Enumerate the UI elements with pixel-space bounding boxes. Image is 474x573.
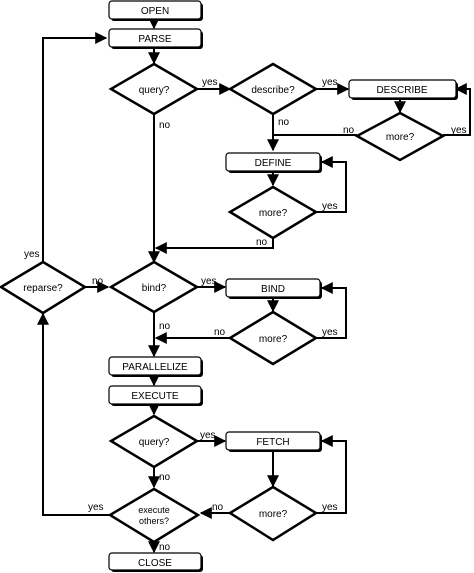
label-yes-bind: yes: [201, 276, 217, 287]
label-no-query2: no: [159, 472, 171, 483]
box-open: OPEN: [108, 0, 203, 21]
box-bind-label: BIND: [261, 284, 285, 295]
label-no-reparse: no: [92, 276, 104, 287]
box-parallelize: PARALLELIZE: [108, 356, 203, 377]
label-no-more-describe: no: [343, 125, 355, 136]
label-no-bind: no: [159, 321, 171, 332]
decision-more-describe: more?: [354, 111, 446, 162]
box-fetch: FETCH: [225, 431, 322, 452]
box-close: CLOSE: [108, 552, 203, 572]
decision-describe-label: describe?: [251, 85, 295, 96]
connectors: [37, 17, 471, 554]
decision-execute-others-label-line2: others?: [139, 516, 169, 526]
decision-describe: describe?: [227, 62, 319, 116]
label-no-more-fetch: no: [212, 502, 224, 513]
label-yes-more-fetch: yes: [322, 502, 338, 513]
decision-execute-others: execute others?: [107, 487, 201, 544]
edge-more-fetch-loop: [316, 435, 347, 514]
label-no-describe: no: [278, 117, 290, 128]
decision-reparse: reparse?: [0, 260, 88, 315]
decision-more-define: more?: [227, 185, 319, 240]
decision-bind: bind?: [108, 260, 200, 314]
box-close-label: CLOSE: [138, 558, 172, 569]
decision-execute-others-label-line1: execute: [138, 505, 170, 515]
decision-more-bind: more?: [227, 310, 319, 366]
box-describe: DESCRIBE: [348, 79, 458, 100]
label-no-more-define: no: [256, 237, 268, 248]
decision-more-describe-label: more?: [386, 132, 415, 143]
label-yes-reparse: yes: [24, 249, 40, 260]
edge-reparse-parse: [42, 32, 108, 263]
box-fetch-label: FETCH: [256, 437, 289, 448]
box-parse-label: PARSE: [138, 34, 171, 45]
box-bind: BIND: [225, 278, 322, 299]
box-define: DEFINE: [225, 152, 322, 173]
edge-more-bind-loop: [316, 282, 347, 339]
label-no-query1: no: [159, 120, 171, 131]
edge-execothers-reparse: [37, 312, 109, 516]
edge-more-define-no: [154, 238, 274, 254]
box-parallelize-label: PARALLELIZE: [122, 362, 188, 373]
box-define-label: DEFINE: [255, 158, 292, 169]
decision-query-2-label: query?: [139, 437, 170, 448]
decision-more-fetch-label: more?: [259, 509, 288, 520]
label-no-more-bind: no: [214, 327, 226, 338]
edge-more-describe-loop: [443, 83, 471, 136]
label-yes-execute-others: yes: [88, 502, 104, 513]
decision-more-bind-label: more?: [259, 334, 288, 345]
label-yes-describe: yes: [322, 77, 338, 88]
label-yes-more-describe: yes: [451, 125, 467, 136]
decision-query-1: query?: [108, 62, 200, 116]
label-yes-query1: yes: [202, 77, 218, 88]
edge-more-define-loop: [316, 156, 347, 213]
decision-more-define-label: more?: [259, 208, 288, 219]
edge-labels: yes no yes no no yes yes no yes no yes n…: [24, 77, 467, 553]
label-yes-query2: yes: [200, 430, 216, 441]
box-parse: PARSE: [108, 28, 203, 49]
box-open-label: OPEN: [141, 6, 169, 17]
decision-query-2: query?: [108, 414, 200, 469]
decision-more-fetch: more?: [227, 485, 319, 542]
box-describe-label: DESCRIBE: [376, 85, 427, 96]
box-execute-label: EXECUTE: [131, 391, 179, 402]
label-yes-more-bind: yes: [322, 327, 338, 338]
label-no-execute-others: no: [159, 542, 171, 553]
decision-query-1-label: query?: [139, 85, 170, 96]
decision-bind-label: bind?: [142, 283, 167, 294]
box-execute: EXECUTE: [108, 385, 203, 406]
decision-reparse-label: reparse?: [23, 283, 63, 294]
label-yes-more-define: yes: [322, 201, 338, 212]
